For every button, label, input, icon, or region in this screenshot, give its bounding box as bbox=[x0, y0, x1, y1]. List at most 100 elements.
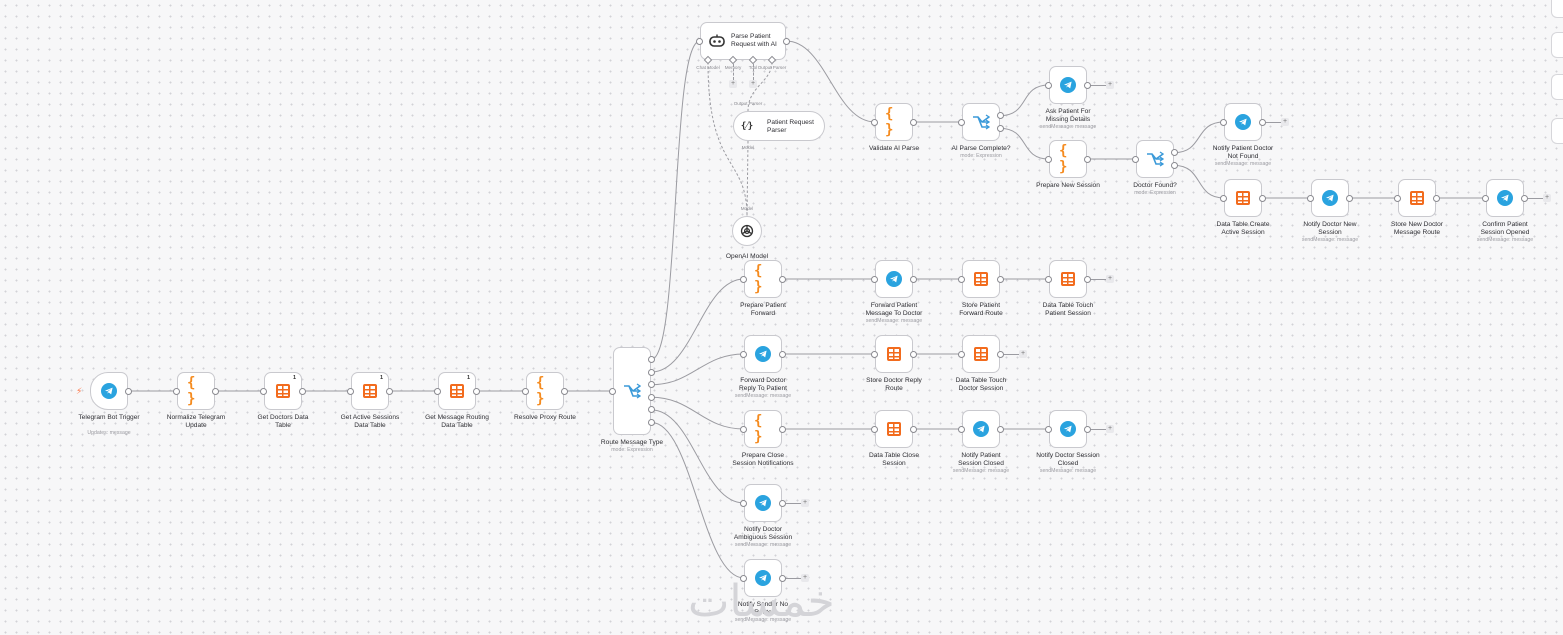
input-port[interactable] bbox=[1220, 118, 1227, 126]
input-port[interactable] bbox=[434, 387, 441, 395]
output-port[interactable] bbox=[647, 356, 655, 364]
node-get-routing[interactable] bbox=[438, 372, 476, 410]
node-openai[interactable] bbox=[732, 216, 762, 246]
input-port[interactable] bbox=[958, 275, 965, 283]
parser-model-connection[interactable] bbox=[746, 140, 749, 217]
output-port[interactable] bbox=[647, 418, 655, 426]
connection-line[interactable] bbox=[650, 409, 745, 504]
input-port[interactable] bbox=[522, 387, 529, 395]
parser-connection[interactable] bbox=[747, 61, 773, 112]
output-port[interactable] bbox=[778, 350, 786, 358]
node-confirm-patient[interactable] bbox=[1486, 179, 1524, 217]
output-port[interactable] bbox=[996, 275, 1004, 283]
add-subnode-button[interactable]: + bbox=[749, 80, 757, 88]
output-port[interactable] bbox=[996, 124, 1004, 132]
output-port[interactable] bbox=[560, 387, 568, 395]
add-node-button[interactable]: + bbox=[801, 499, 809, 507]
connection-line[interactable] bbox=[785, 40, 876, 123]
input-port[interactable] bbox=[871, 275, 878, 283]
output-port[interactable] bbox=[782, 37, 790, 45]
connection-line[interactable] bbox=[1173, 121, 1225, 154]
node-dt-close[interactable] bbox=[875, 410, 913, 448]
input-port[interactable] bbox=[696, 37, 703, 45]
add-node-button[interactable]: + bbox=[1106, 275, 1114, 283]
output-port[interactable] bbox=[909, 275, 917, 283]
output-port[interactable] bbox=[1170, 149, 1178, 157]
input-port[interactable] bbox=[958, 425, 965, 433]
input-port[interactable] bbox=[1394, 194, 1401, 202]
input-port[interactable] bbox=[740, 499, 747, 507]
output-port[interactable] bbox=[1083, 155, 1091, 163]
zoom-fit-button[interactable] bbox=[1551, 0, 1563, 18]
node-prepare-close[interactable]: { } bbox=[744, 410, 782, 448]
connection-line[interactable] bbox=[999, 127, 1050, 160]
node-notify-not-found[interactable] bbox=[1224, 103, 1262, 141]
connection-line[interactable] bbox=[650, 40, 701, 361]
input-port[interactable] bbox=[740, 574, 747, 582]
node-forward-patient[interactable] bbox=[875, 260, 913, 298]
output-port[interactable] bbox=[909, 118, 917, 126]
node-touch-doctor[interactable] bbox=[962, 335, 1000, 373]
output-port[interactable] bbox=[647, 393, 655, 401]
add-node-button[interactable]: + bbox=[1019, 350, 1027, 358]
output-port[interactable] bbox=[778, 425, 786, 433]
add-node-button[interactable]: + bbox=[1281, 118, 1289, 126]
collapse-panel-button[interactable] bbox=[1551, 118, 1563, 144]
output-port[interactable] bbox=[124, 387, 132, 395]
output-port[interactable] bbox=[1258, 194, 1266, 202]
input-port[interactable] bbox=[1045, 275, 1052, 283]
input-port[interactable] bbox=[260, 387, 267, 395]
node-store-doc-route[interactable] bbox=[1398, 179, 1436, 217]
node-route-type[interactable] bbox=[613, 347, 651, 435]
output-port[interactable] bbox=[909, 350, 917, 358]
add-node-button[interactable]: + bbox=[1543, 194, 1551, 202]
output-port[interactable] bbox=[472, 387, 480, 395]
input-port[interactable] bbox=[1132, 155, 1139, 163]
node-notify-doctor-closed[interactable] bbox=[1049, 410, 1087, 448]
node-notify-no-route[interactable] bbox=[744, 559, 782, 597]
node-prepare-session[interactable]: { } bbox=[1049, 140, 1087, 178]
output-port[interactable] bbox=[385, 387, 393, 395]
input-port[interactable] bbox=[958, 350, 965, 358]
node-normalize[interactable]: { } bbox=[177, 372, 215, 410]
output-port[interactable] bbox=[647, 368, 655, 376]
node-parse-ai[interactable]: Parse Patient Request with AI bbox=[700, 22, 786, 60]
node-ai-complete[interactable] bbox=[962, 103, 1000, 141]
connection-line[interactable] bbox=[650, 353, 745, 386]
zoom-in-button[interactable] bbox=[1551, 32, 1563, 58]
output-port[interactable] bbox=[1432, 194, 1440, 202]
node-prepare-forward[interactable]: { } bbox=[744, 260, 782, 298]
output-port[interactable] bbox=[1258, 118, 1266, 126]
input-port[interactable] bbox=[1482, 194, 1489, 202]
output-port[interactable] bbox=[909, 425, 917, 433]
add-subnode-button[interactable]: + bbox=[729, 80, 737, 88]
node-get-active[interactable] bbox=[351, 372, 389, 410]
input-port[interactable] bbox=[1045, 425, 1052, 433]
node-touch-patient[interactable] bbox=[1049, 260, 1087, 298]
input-port[interactable] bbox=[347, 387, 354, 395]
output-port[interactable] bbox=[1520, 194, 1528, 202]
output-port[interactable] bbox=[1083, 81, 1091, 89]
input-port[interactable] bbox=[1220, 194, 1227, 202]
connection-line[interactable] bbox=[1173, 164, 1225, 199]
input-port[interactable] bbox=[871, 425, 878, 433]
node-doctor-found[interactable] bbox=[1136, 140, 1174, 178]
input-port[interactable] bbox=[958, 118, 965, 126]
add-node-button[interactable]: + bbox=[801, 574, 809, 582]
node-notify-ambiguous[interactable] bbox=[744, 484, 782, 522]
node-store-doc-reply[interactable] bbox=[875, 335, 913, 373]
node-ask-missing[interactable] bbox=[1049, 66, 1087, 104]
output-port[interactable] bbox=[996, 425, 1004, 433]
output-port[interactable] bbox=[778, 275, 786, 283]
node-patient-parser[interactable]: {⁄}Patient Request Parser bbox=[733, 111, 825, 141]
output-port[interactable] bbox=[298, 387, 306, 395]
input-port[interactable] bbox=[740, 425, 747, 433]
output-port[interactable] bbox=[1083, 275, 1091, 283]
output-port[interactable] bbox=[1170, 161, 1178, 169]
output-port[interactable] bbox=[1083, 425, 1091, 433]
node-resolve-proxy[interactable]: { } bbox=[526, 372, 564, 410]
add-node-button[interactable]: + bbox=[1106, 81, 1114, 89]
input-port[interactable] bbox=[871, 350, 878, 358]
node-notify-doc-new[interactable] bbox=[1311, 179, 1349, 217]
node-dt-create-active[interactable] bbox=[1224, 179, 1262, 217]
